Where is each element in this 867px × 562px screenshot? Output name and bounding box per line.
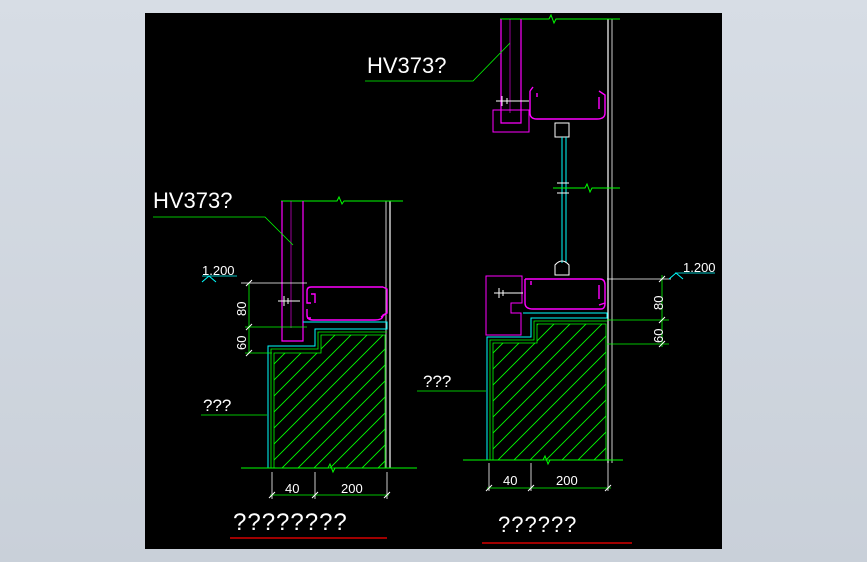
right-elevation-label: 1.200 <box>683 260 716 275</box>
left-dim-200-label: 200 <box>341 481 363 496</box>
right-upper-bolt-icon <box>496 96 529 106</box>
right-upper-c-profile <box>529 90 606 120</box>
right-ground-line <box>463 454 623 466</box>
right-dim-60-label: 60 <box>651 329 666 343</box>
right-elevation-marker <box>668 272 684 280</box>
right-wall-label: ??? <box>423 372 451 391</box>
right-dim-40-label: 40 <box>503 473 517 488</box>
right-upper-bracket <box>492 109 530 133</box>
right-lower-c-profile <box>525 278 606 306</box>
left-elevation-label: 1.200 <box>202 263 235 278</box>
left-c-profile <box>306 286 388 319</box>
right-base-outline <box>486 312 608 460</box>
right-mid-break-line <box>553 182 620 194</box>
left-hatched-footing <box>273 334 386 469</box>
left-dim-80-label: 80 <box>234 302 249 316</box>
right-upper-column <box>500 19 522 124</box>
left-part-label: HV373? <box>153 188 233 213</box>
right-part-label: HV373? <box>367 53 447 78</box>
left-detail: HV373? 1.200 80 60 ??? 40 200 ???????? <box>153 188 417 539</box>
right-lower-bolt-icon <box>494 288 523 298</box>
left-bolt-icon <box>278 296 300 306</box>
right-top-break-line <box>500 13 620 25</box>
right-detail: HV373? 1.200 80 60 ??? 40 200 ?????? <box>365 13 716 544</box>
right-dim-200-label: 200 <box>556 473 578 488</box>
cad-drawing-canvas: HV373? 1.200 80 60 ??? 40 200 ???????? <box>145 13 722 549</box>
left-dim-60-label: 60 <box>234 336 249 350</box>
left-caption: ???????? <box>233 509 348 536</box>
cad-drawing: HV373? 1.200 80 60 ??? 40 200 ???????? <box>153 13 716 544</box>
right-part-leader <box>365 42 511 82</box>
right-caption: ?????? <box>498 512 577 537</box>
left-dim-40-label: 40 <box>285 481 299 496</box>
right-dim-80-label: 80 <box>651 296 666 310</box>
left-wall-label: ??? <box>203 396 231 415</box>
left-base-outline <box>267 321 388 468</box>
right-hatched-footing <box>492 323 607 461</box>
right-lower-bracket <box>485 275 523 336</box>
left-part-leader <box>153 216 294 246</box>
left-column <box>281 201 304 342</box>
left-top-break-line <box>281 195 403 206</box>
left-ground-line <box>241 462 417 474</box>
